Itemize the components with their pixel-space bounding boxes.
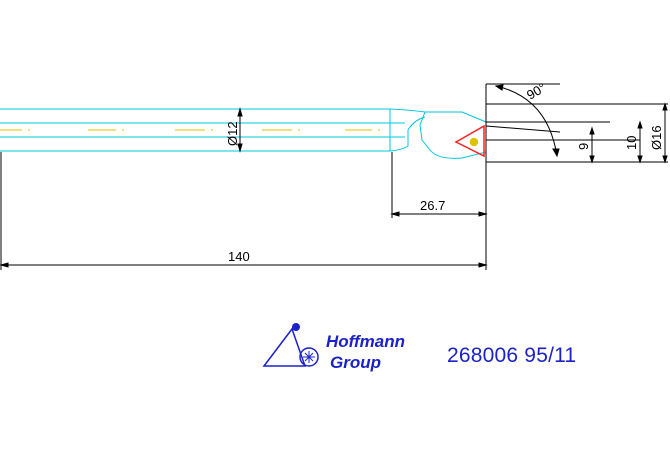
label-overall-length: 140 bbox=[228, 249, 250, 264]
label-shank-diameter: Ø12 bbox=[225, 121, 240, 146]
part-number: 268006 95/11 bbox=[447, 344, 577, 367]
insert-hole bbox=[469, 137, 479, 147]
arrow bbox=[637, 155, 643, 164]
arrow bbox=[390, 211, 400, 217]
arrow bbox=[637, 120, 643, 129]
angle-arc bbox=[495, 85, 558, 157]
label-head-diameter: Ø16 bbox=[649, 125, 664, 150]
dimensions bbox=[0, 83, 668, 270]
insert-triangle bbox=[454, 124, 485, 158]
arrow bbox=[589, 126, 595, 135]
arrow bbox=[494, 84, 504, 91]
arrow bbox=[478, 262, 488, 268]
logo-line-1: Hoffmann bbox=[326, 332, 405, 351]
arrow bbox=[237, 143, 243, 153]
neck-transition-lower bbox=[389, 116, 426, 152]
arrow bbox=[237, 107, 243, 117]
logo-line-2: Group bbox=[330, 353, 381, 372]
arrow bbox=[662, 155, 668, 164]
hoffmann-logo: Hoffmann Group bbox=[262, 323, 405, 372]
arrow bbox=[478, 211, 488, 217]
arrow bbox=[0, 262, 9, 268]
tool-body bbox=[0, 108, 487, 159]
label-height-10: 10 bbox=[624, 136, 639, 150]
label-head-length: 26.7 bbox=[420, 198, 445, 213]
label-height-9: 9 bbox=[576, 143, 591, 150]
arrow bbox=[662, 102, 668, 111]
arrow bbox=[589, 155, 595, 164]
label-angle: 90° bbox=[524, 80, 549, 103]
logo-mark-icon bbox=[262, 323, 319, 367]
cutting-insert bbox=[454, 124, 485, 158]
cutting-edge-line bbox=[485, 125, 561, 133]
arrow bbox=[552, 148, 560, 158]
